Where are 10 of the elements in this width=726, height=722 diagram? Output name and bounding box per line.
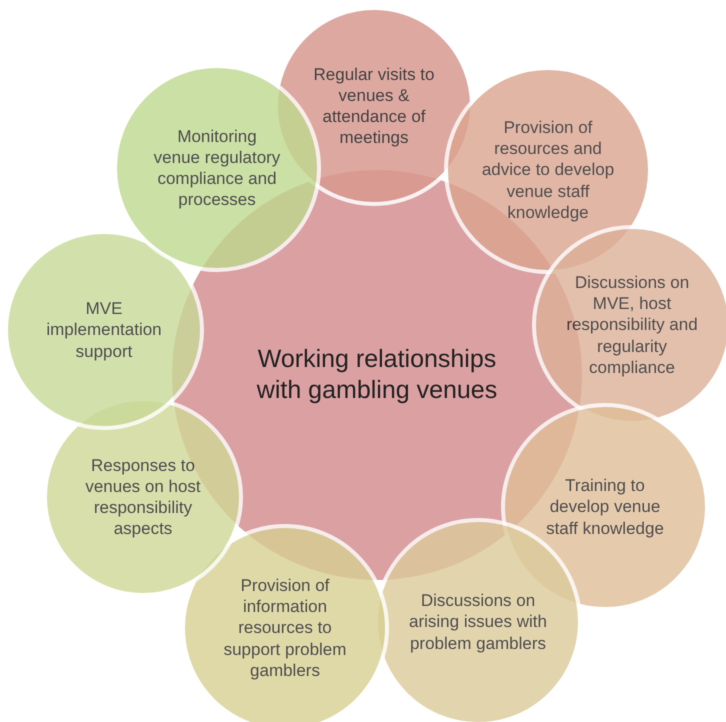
circle-label: Training to develop venue staff knowledge [545, 475, 665, 539]
circle-label: Discussions on MVE, host responsibility and regularity compliance [565, 272, 699, 378]
circle-label: Responses to venues on host responsibility aspects [84, 454, 202, 540]
circle-label: Discussions on arising issues with problem gamblers [408, 590, 548, 654]
central-title: Working relationships with gambling venues [256, 344, 498, 406]
circle-label: Regular visits to venues & attendance of meetings [312, 64, 436, 148]
circle-label: Provision of resources and advice to develop venue staff knowledge [480, 116, 616, 224]
circle-label: MVE implementation support [45, 298, 163, 362]
circle-label: Monitoring venue regulatory compliance and processes [152, 126, 282, 210]
circle-label: Provision of information resources to support problem gamblers [222, 574, 348, 682]
